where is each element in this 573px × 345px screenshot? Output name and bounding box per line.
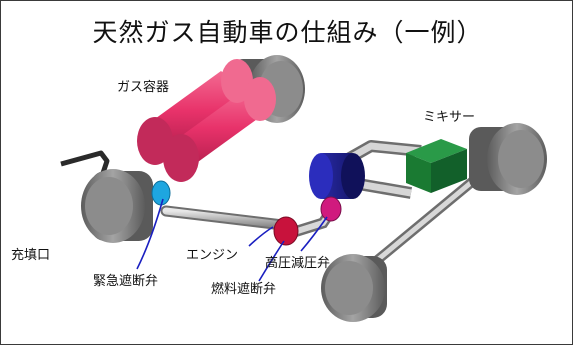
front-right-wheel	[321, 254, 387, 322]
rear-right-wheel	[469, 123, 547, 195]
emergency-valve	[151, 180, 171, 206]
label-regulator: 高圧減圧弁	[265, 256, 331, 271]
label-gas-tank: ガス容器	[117, 80, 170, 95]
steering-handle	[60, 150, 110, 180]
engine	[309, 153, 365, 199]
label-engine: エンジン	[186, 248, 239, 263]
fuel-valve	[273, 216, 299, 246]
label-mixer: ミキサー	[423, 110, 476, 125]
front-left-wheel	[81, 169, 153, 243]
label-fuel-valve: 燃料遮断弁	[211, 282, 277, 297]
mixer	[406, 139, 467, 193]
leader-lines	[136, 198, 328, 282]
regulator	[320, 196, 342, 222]
label-emergency-valve: 緊急遮断弁	[93, 274, 159, 289]
gas-tank	[137, 59, 276, 182]
diagram-title: 天然ガス自動車の仕組み（一例）	[92, 18, 483, 47]
label-filler-port: 充填口	[11, 248, 51, 263]
